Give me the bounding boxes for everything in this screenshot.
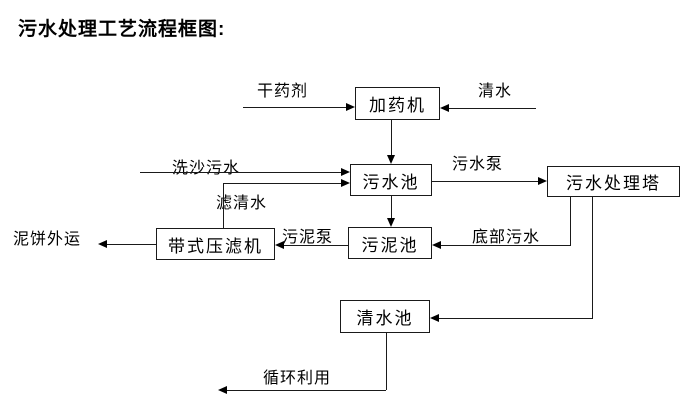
flow-label-clean-water: 清水 bbox=[478, 83, 513, 100]
arrowhead-recycle-use-icon bbox=[218, 386, 227, 394]
node-dosing-machine-label: 加药机 bbox=[369, 96, 426, 115]
arrowhead-sand-washing-sewage-icon bbox=[341, 168, 350, 176]
node-treatment-tower: 污水处理塔 bbox=[547, 166, 680, 197]
arrowhead-mud-cake-out-icon bbox=[98, 240, 107, 248]
line-sewage-to-sludge bbox=[391, 196, 392, 219]
line-tower-to-cleanpool-horizontal bbox=[439, 318, 593, 319]
arrowhead-dry-agent-icon bbox=[346, 103, 355, 111]
arrowhead-clean-water-icon bbox=[440, 104, 449, 112]
arrowhead-sewage-to-sludge-icon bbox=[387, 218, 395, 227]
arrowhead-tower-to-cleanpool-icon bbox=[430, 314, 439, 322]
line-recycle-horizontal bbox=[227, 390, 386, 391]
line-clean-water bbox=[449, 108, 536, 109]
line-bottom-sewage-vertical bbox=[570, 197, 571, 245]
line-filtered-water-horizontal bbox=[223, 183, 343, 184]
arrowhead-filtered-water-icon bbox=[341, 179, 350, 187]
node-belt-filter-press-label: 带式压滤机 bbox=[168, 236, 263, 256]
node-sludge-pool-label: 污泥池 bbox=[361, 235, 419, 255]
flow-label-mud-cake-out: 泥饼外运 bbox=[13, 231, 82, 248]
flow-label-bottom-sewage: 底部污水 bbox=[472, 229, 541, 246]
flow-label-sewage-pump: 污水泵 bbox=[452, 156, 504, 173]
arrowhead-sludge-pump-icon bbox=[275, 241, 284, 249]
flow-label-dry-agent: 干药剂 bbox=[257, 83, 309, 100]
line-dry-agent bbox=[243, 107, 347, 108]
arrowhead-dosing-to-sewage-icon bbox=[387, 155, 395, 164]
line-sludge-pump bbox=[284, 245, 348, 246]
line-sand-washing-sewage bbox=[140, 172, 343, 173]
node-belt-filter-press: 带式压滤机 bbox=[156, 228, 275, 260]
flow-label-recycle-use: 循环利用 bbox=[263, 370, 332, 387]
line-mud-cake-out bbox=[107, 244, 156, 245]
line-filtered-water-vertical bbox=[223, 183, 224, 228]
line-recycle-vertical bbox=[386, 333, 387, 390]
line-dosing-to-sewage bbox=[391, 120, 392, 157]
page-title: 污水处理工艺流程框图: bbox=[18, 19, 226, 40]
flow-label-sludge-pump: 污泥泵 bbox=[282, 229, 334, 246]
node-sewage-pool: 污水池 bbox=[350, 164, 432, 196]
line-bottom-sewage-horizontal bbox=[441, 245, 571, 246]
flow-label-sand-washing-sewage: 洗沙污水 bbox=[172, 160, 241, 177]
node-sewage-pool-label: 污水池 bbox=[362, 172, 420, 192]
node-dosing-machine: 加药机 bbox=[355, 87, 440, 120]
line-tower-to-cleanpool-vertical bbox=[592, 197, 593, 318]
arrowhead-bottom-sewage-icon bbox=[432, 241, 441, 249]
node-clean-water-pool: 清水池 bbox=[340, 300, 430, 333]
flow-label-filtered-water: 滤清水 bbox=[216, 195, 268, 212]
node-treatment-tower-label: 污水处理塔 bbox=[566, 174, 661, 193]
arrowhead-sewage-pump-icon bbox=[538, 177, 547, 185]
line-sewage-pump bbox=[432, 181, 539, 182]
node-sludge-pool: 污泥池 bbox=[348, 227, 432, 259]
node-clean-water-pool-label: 清水池 bbox=[356, 309, 414, 328]
